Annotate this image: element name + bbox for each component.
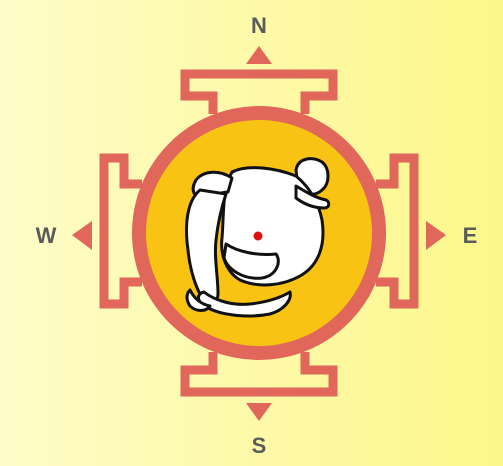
east-arrow-icon xyxy=(426,221,446,250)
center-dot xyxy=(254,232,263,241)
south-arrow-icon xyxy=(246,403,272,421)
west-arrow-icon xyxy=(72,221,92,250)
north-label: N xyxy=(251,13,267,38)
north-arrow-icon xyxy=(246,46,272,64)
west-label: W xyxy=(36,223,57,248)
south-label: S xyxy=(252,433,267,458)
east-label: E xyxy=(463,223,478,248)
